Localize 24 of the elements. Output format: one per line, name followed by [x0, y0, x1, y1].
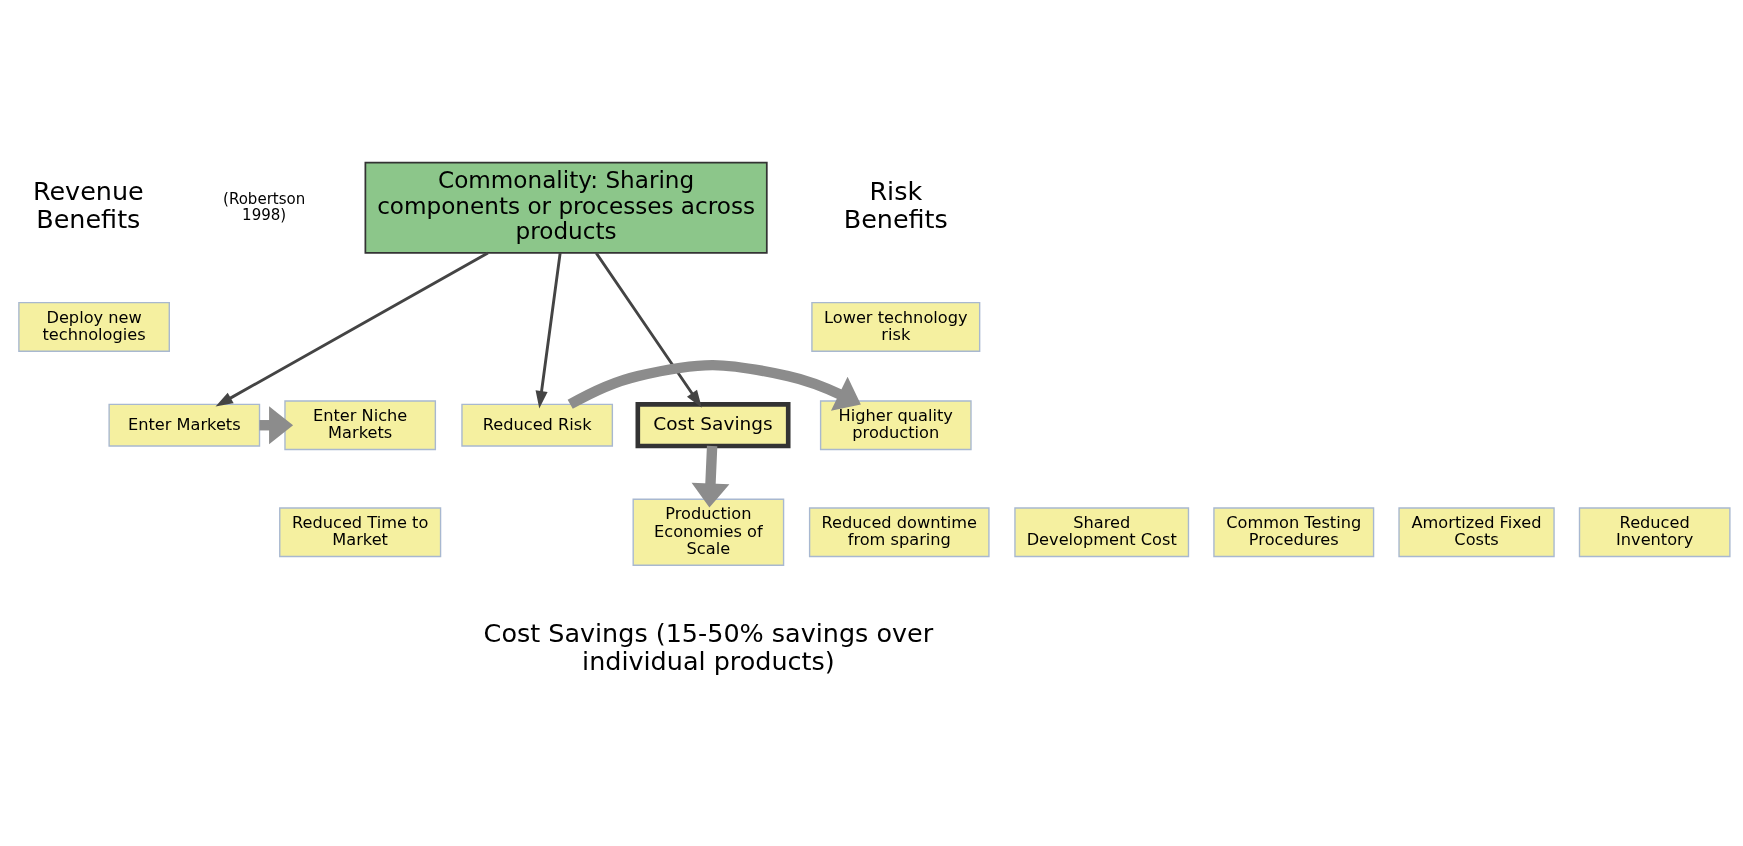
node-box: Enter Niche Markets — [284, 399, 437, 450]
node-box: Reduced Risk — [461, 403, 614, 447]
node-box: Reduced downtime from sparing — [808, 506, 990, 557]
label: Revenue Benefits — [32, 175, 144, 234]
arrow — [535, 252, 562, 408]
arrow — [595, 251, 702, 408]
arrow — [215, 251, 489, 406]
node-box: Reduced Inventory — [1578, 506, 1731, 557]
node-box: Cost Savings — [635, 401, 791, 448]
arrow — [567, 359, 861, 411]
label: Cost Savings (15-50% savings over individual products) — [483, 617, 934, 676]
node-box: Enter Markets — [108, 403, 261, 447]
node-box: Commonality: Sharing components or processes across products — [364, 161, 768, 254]
node-box: Shared Development Cost — [1014, 506, 1190, 557]
label: (Robertson 1998) — [223, 189, 306, 224]
node-box: Common Testing Procedures — [1213, 506, 1375, 557]
label: Risk Benefits — [843, 175, 948, 234]
node-box: Deploy new technologies — [18, 301, 170, 352]
node-box: Higher quality production — [819, 399, 972, 450]
node-box: Amortized Fixed Costs — [1398, 506, 1555, 557]
node-box: Production Economies of Scale — [632, 498, 785, 566]
node-box: Reduced Time to Market — [279, 506, 442, 557]
node-box: Lower technology risk — [811, 301, 981, 352]
arrow — [691, 445, 730, 508]
